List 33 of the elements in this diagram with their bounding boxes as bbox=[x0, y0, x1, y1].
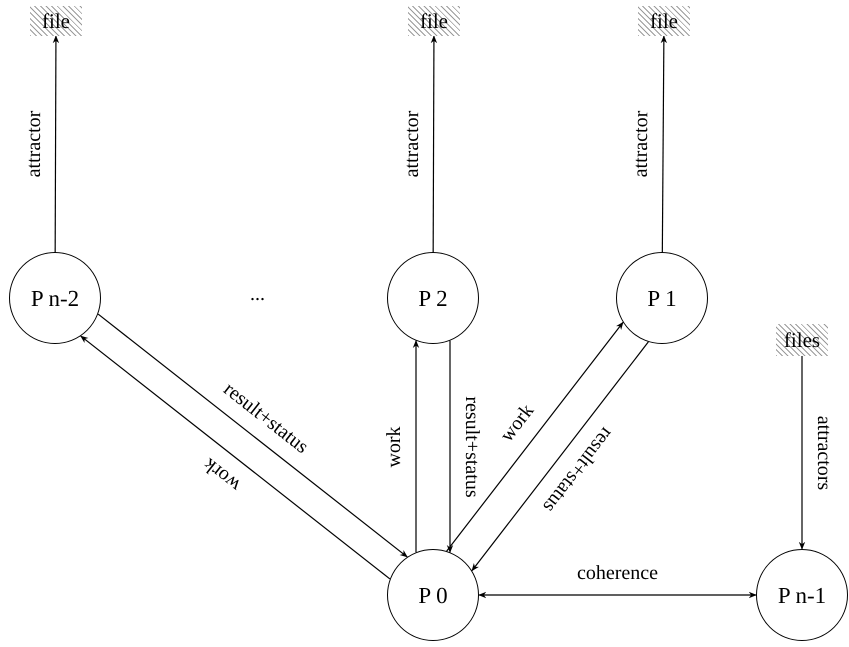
node-label: file bbox=[42, 10, 70, 32]
arrow bbox=[798, 356, 806, 550]
edge-label: attractor bbox=[23, 110, 44, 178]
ellipsis-label: ... bbox=[250, 284, 265, 304]
hatched-box bbox=[638, 6, 690, 36]
node-label: P 2 bbox=[418, 286, 448, 310]
arrow bbox=[80, 336, 390, 580]
node-label: files bbox=[784, 330, 820, 350]
hatched-box bbox=[408, 6, 460, 36]
node-label: P 0 bbox=[418, 584, 448, 606]
arrow bbox=[660, 35, 668, 252]
hatched-box bbox=[776, 324, 828, 356]
edge-label: coherence bbox=[576, 563, 658, 583]
arrow bbox=[430, 35, 438, 252]
arrow bbox=[412, 340, 420, 552]
arrow bbox=[446, 340, 454, 554]
node-label: P 1 bbox=[647, 286, 677, 310]
arrow bbox=[98, 314, 408, 558]
arrow bbox=[52, 35, 60, 252]
node-label: P n-2 bbox=[30, 286, 80, 310]
edge-label: work bbox=[199, 454, 244, 496]
arrow bbox=[446, 322, 624, 552]
node-label: file bbox=[420, 10, 448, 32]
edge-label: attractor bbox=[401, 110, 422, 178]
edge-label: attractor bbox=[630, 110, 652, 178]
edge-label: work bbox=[384, 426, 404, 468]
arrow bbox=[472, 342, 649, 572]
arrow bbox=[478, 592, 757, 598]
edge-label: result+status bbox=[462, 396, 482, 498]
edge-label: attractors bbox=[814, 415, 834, 490]
hatched-box bbox=[30, 6, 82, 36]
node-label: P n-1 bbox=[778, 584, 826, 606]
node-label: file bbox=[650, 10, 678, 32]
